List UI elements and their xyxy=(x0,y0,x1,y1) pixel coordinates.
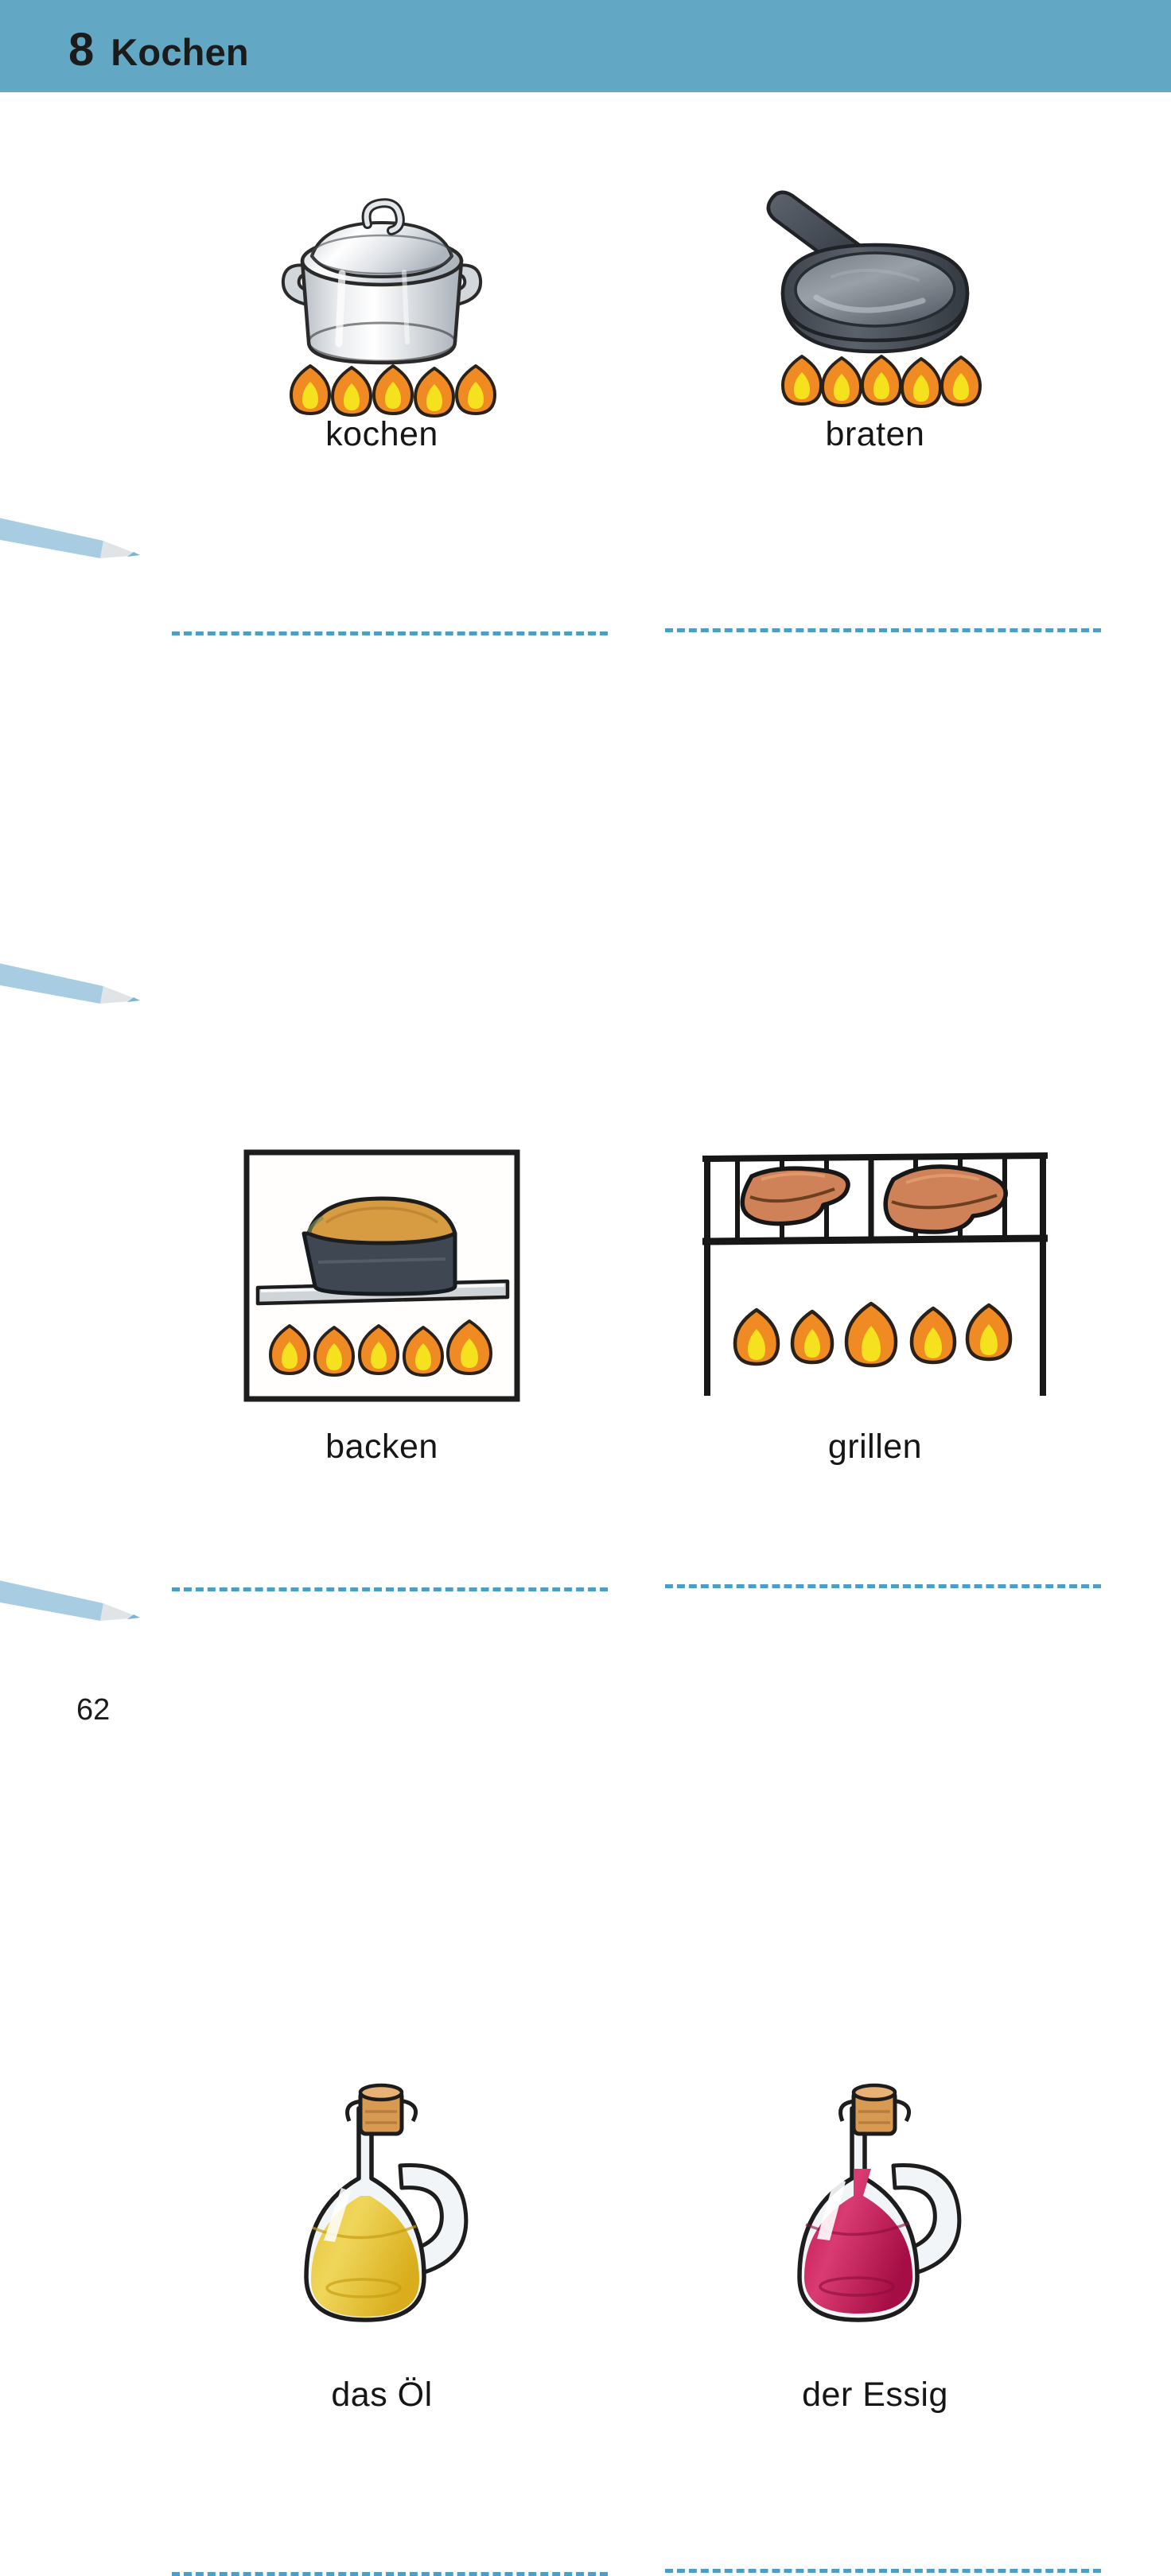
illustration-vinegar-cruet xyxy=(652,2073,1098,2355)
vocabulary-entry-grillen[interactable]: grillen xyxy=(652,1125,1098,1467)
separator-line-row3-right xyxy=(665,2569,1101,2573)
vocabulary-word: kochen xyxy=(325,415,438,453)
illustration-grill xyxy=(652,1125,1098,1407)
vocabulary-row-2: backen xyxy=(0,538,1171,1591)
vocabulary-word: backen xyxy=(325,1428,438,1466)
page-number: 62 xyxy=(76,1693,111,1727)
chapter-title: Kochen xyxy=(111,30,249,73)
separator-line-row1-left xyxy=(172,631,608,635)
vocabulary-entry-backen[interactable]: backen xyxy=(159,1125,605,1467)
separator-line-row2-right xyxy=(665,1584,1101,1588)
vocabulary-entry-oel[interactable]: das Öl xyxy=(159,2073,605,2415)
separator-line-row1-right xyxy=(665,628,1101,632)
vocabulary-word: das Öl xyxy=(331,2376,433,2414)
vocabulary-word: braten xyxy=(825,415,925,453)
vocabulary-entry-essig[interactable]: der Essig xyxy=(652,2073,1098,2415)
vocabulary-entry-braten[interactable]: braten xyxy=(652,132,1098,454)
illustration-frying-pan xyxy=(652,132,1098,408)
chapter-header-text: 8 Kochen xyxy=(68,23,249,76)
vocabulary-row-1: kochen xyxy=(0,92,1171,635)
illustration-oven xyxy=(159,1125,605,1407)
vocabulary-word: grillen xyxy=(827,1428,923,1466)
vocabulary-word: der Essig xyxy=(802,2376,948,2414)
vocabulary-grid: kochen xyxy=(0,92,1171,2576)
illustration-oil-cruet xyxy=(159,2073,605,2355)
pencil-decoration-3 xyxy=(0,1568,159,1621)
separator-line-row2-left xyxy=(172,1587,608,1591)
vocabulary-entry-kochen[interactable]: kochen xyxy=(159,132,605,454)
separator-line-row3-left xyxy=(172,2572,608,2576)
illustration-cooking-pot xyxy=(159,132,605,418)
chapter-number: 8 xyxy=(68,23,94,76)
vocabulary-row-3: das Öl xyxy=(0,983,1171,2576)
chapter-header-band: 8 Kochen xyxy=(0,0,1171,92)
